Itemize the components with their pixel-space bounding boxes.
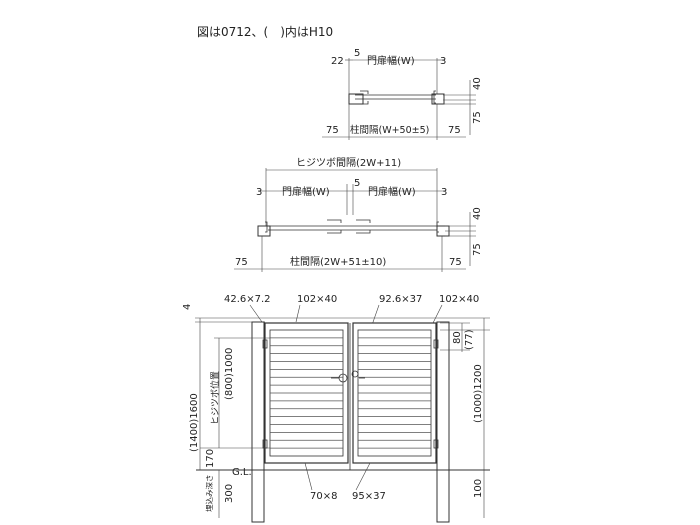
double-post-right-size: 75 (449, 257, 462, 268)
elev-total-height: (1400)1600 (189, 393, 200, 452)
elev-bottom-frame: 95×37 (352, 491, 386, 502)
single-post-interval: 柱間隔(W+50±5) (350, 124, 429, 136)
elev-embed-label: 埋込み深さ (204, 475, 214, 513)
double-depth-post: 75 (472, 243, 483, 256)
double-gap-left: 3 (256, 187, 262, 198)
elev-post-right (436, 321, 450, 523)
elev-hinge-top-left (262, 339, 268, 349)
single-post-left-size: 75 (326, 125, 339, 136)
elev-embed-depth: 300 (224, 484, 235, 503)
double-hinge-interval: ヒジツボ間隔(2W+11) (296, 157, 401, 169)
single-door-width-label: 門扉幅(W) (367, 54, 415, 67)
single-gate-plan: 22 5 3 門扉幅(W) 40 75 75 75 柱間隔(W+50±5) (322, 48, 483, 140)
double-door-width-left: 門扉幅(W) (282, 185, 330, 198)
single-gap-left: 22 (331, 56, 344, 67)
single-post-right-size: 75 (448, 125, 461, 136)
double-depth-top: 40 (472, 207, 483, 220)
double-post-left-size: 75 (235, 257, 248, 268)
single-gap-center: 5 (354, 48, 360, 59)
elev-slats-left (270, 337, 343, 449)
elev-gl-label: G.L. (232, 467, 252, 478)
elev-frame-left: 42.6×7.2 (224, 294, 271, 305)
elev-post-left (251, 321, 265, 523)
elev-handle (331, 370, 365, 383)
gate-elevation: 4 42.6×7.2 102×40 92.6×37 102×40 (182, 294, 490, 523)
elev-hinge-pos-value: (800)1000 (224, 348, 235, 400)
elev-ground-clearance: 170 (205, 449, 216, 468)
elev-hinge-bottom-right (433, 439, 439, 449)
elev-hinge-pos-label: ヒジツボ位置 (209, 371, 221, 425)
double-gate-plan: ヒジツボ間隔(2W+11) 3 5 3 門扉幅(W) 門扉幅(W) 40 75 … (234, 157, 483, 272)
elev-slats-right (358, 337, 431, 449)
elev-slat-size: 70×8 (310, 491, 337, 502)
elev-top-offset: 4 (182, 304, 193, 310)
elev-post-left-size: 102×40 (297, 294, 337, 305)
elev-hinge-top-right (433, 339, 439, 349)
single-gap-right: 3 (440, 56, 446, 67)
elev-post-bottom: 100 (473, 479, 484, 498)
double-post-left (257, 225, 271, 237)
elev-upper-dim-b: (77) (464, 329, 475, 350)
drawing-note: 図は0712、( )内はH10 (197, 25, 333, 39)
single-depth-post: 75 (472, 111, 483, 124)
elev-post-right-size: 102×40 (439, 294, 479, 305)
single-depth-top: 40 (472, 77, 483, 90)
elev-leaf-height: (1000)1200 (473, 364, 484, 423)
double-gap-right: 3 (441, 187, 447, 198)
double-gap-center: 5 (354, 178, 360, 189)
elev-center-frame: 92.6×37 (379, 294, 422, 305)
elev-upper-dim-a: 80 (452, 331, 463, 344)
double-door-width-right: 門扉幅(W) (368, 185, 416, 198)
double-post-interval: 柱間隔(2W+51±10) (290, 255, 386, 268)
